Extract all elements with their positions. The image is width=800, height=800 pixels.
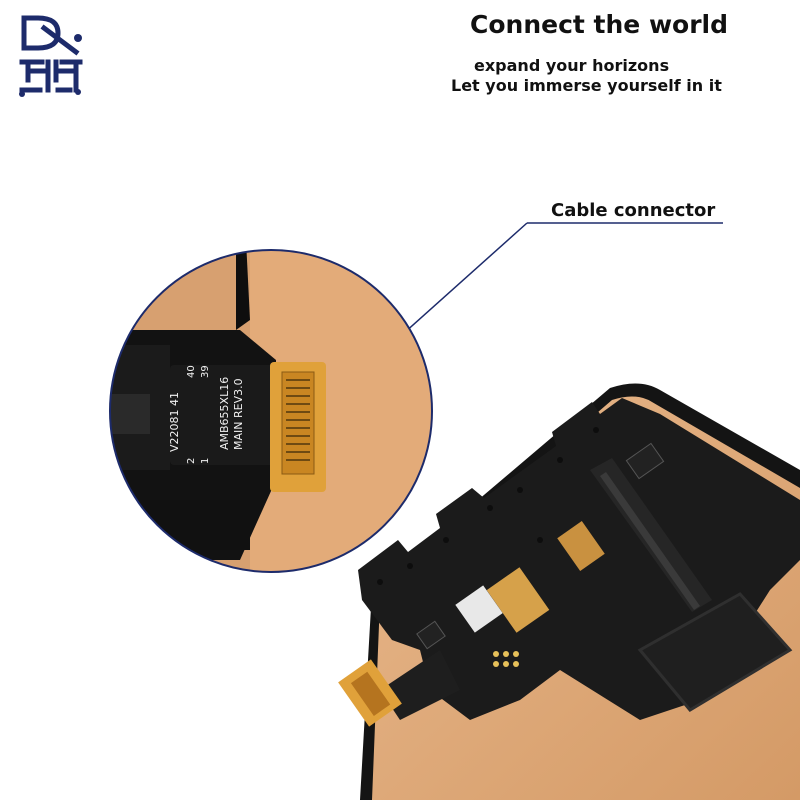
tagline-primary: expand your horizons <box>474 56 670 75</box>
batch-marking: V22081 41 <box>168 392 181 452</box>
pin-1-label: 1 <box>200 458 211 464</box>
callout-label: Cable connector <box>551 200 716 221</box>
brand-logo <box>18 14 84 98</box>
circuit-logo-icon <box>19 15 83 97</box>
tagline-secondary: Let you immerse yourself in it <box>451 76 722 95</box>
model-marking: AMB655XL16 <box>218 377 231 450</box>
headline: Connect the world <box>470 10 729 39</box>
pin-2-label: 2 <box>186 458 197 464</box>
display-panel <box>338 383 800 800</box>
revision-marking: MAIN REV3.0 <box>232 378 245 450</box>
pin-39-label: 39 <box>200 365 211 378</box>
pin-40-label: 40 <box>186 365 197 378</box>
